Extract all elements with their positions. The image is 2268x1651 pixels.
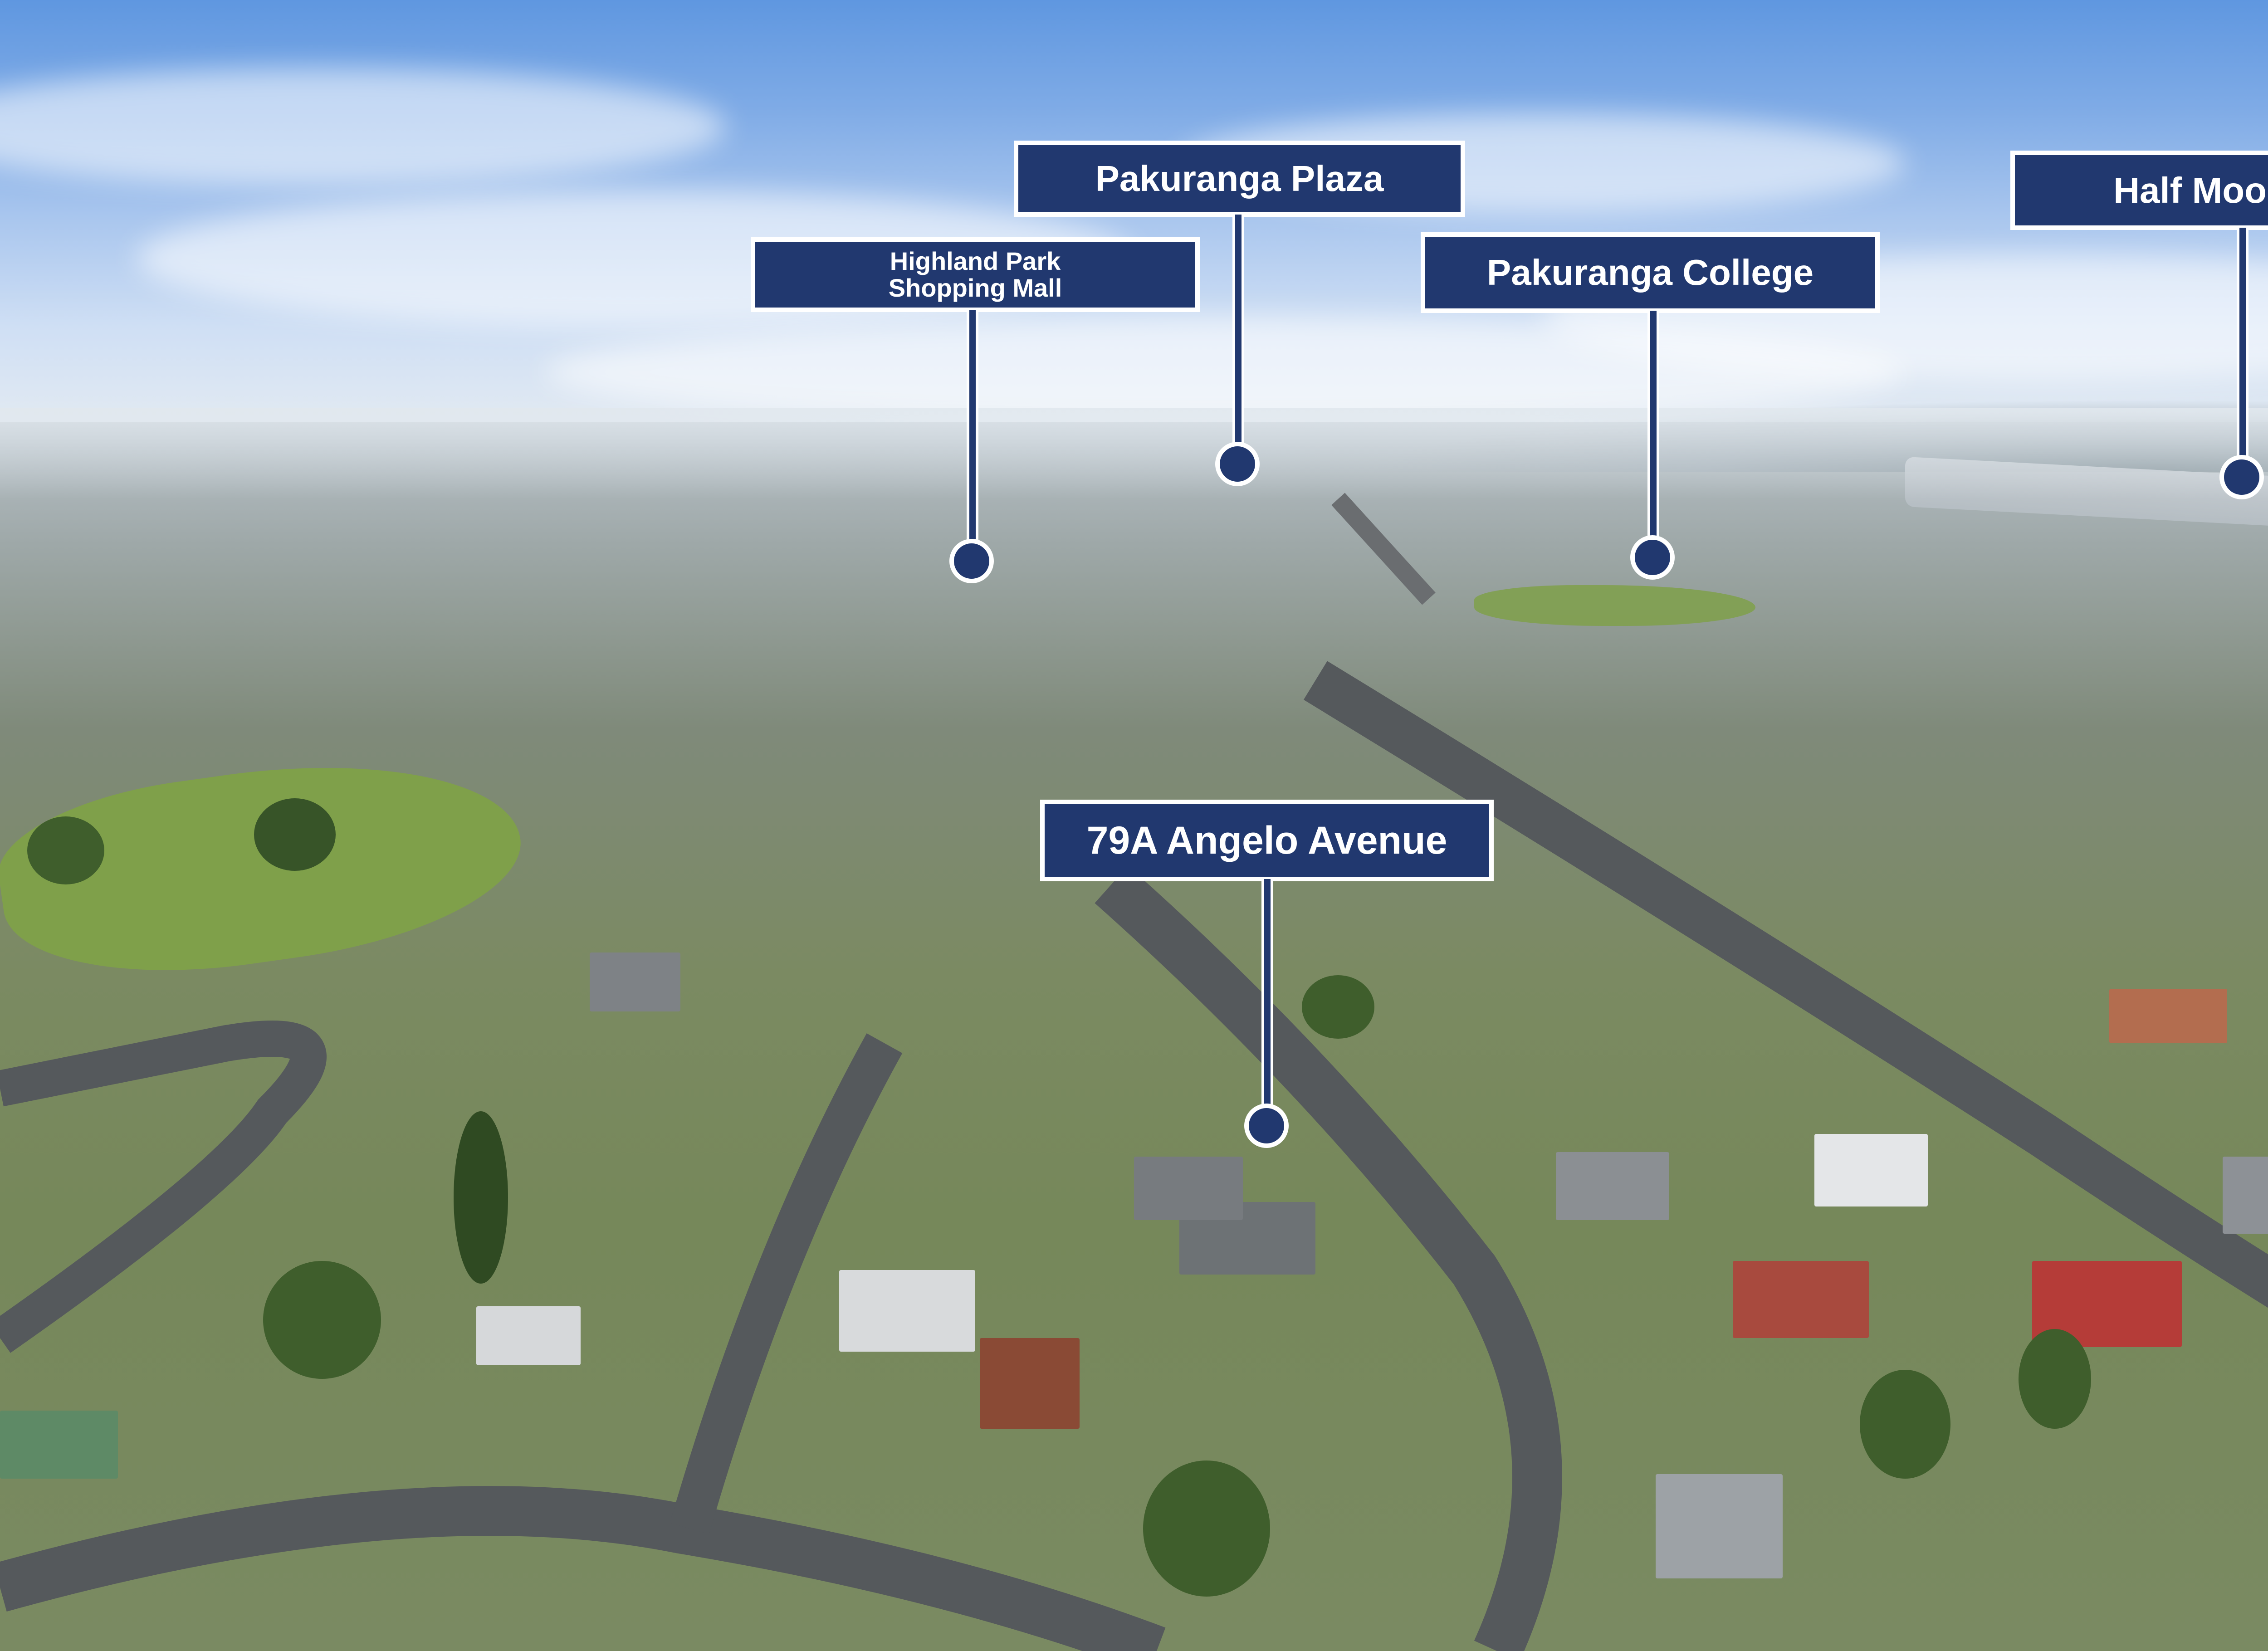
callout-stem (1232, 215, 1244, 450)
location-pin-icon (1244, 1104, 1289, 1148)
label-text-line1: Highland Park (890, 246, 1061, 275)
tree (1143, 1460, 1270, 1597)
cloud (0, 68, 726, 186)
location-pin-icon (1215, 442, 1260, 486)
tree (27, 816, 104, 884)
house-roof (1814, 1134, 1928, 1206)
callout-stem (1261, 879, 1273, 1110)
label-text-line2: Shopping Mall (888, 273, 1062, 302)
label-subject-property: 79A Angelo Avenue (1040, 800, 1494, 881)
house-roof (2223, 1157, 2268, 1234)
horizon-haze (0, 408, 2268, 499)
callout-stem (2237, 228, 2248, 464)
house-roof (839, 1270, 975, 1352)
tree (263, 1261, 381, 1379)
label-text: Pakuranga College (1486, 252, 1814, 293)
tree (1860, 1370, 1950, 1479)
location-pin-icon (949, 539, 994, 583)
house-roof (1134, 1157, 1243, 1220)
callout-stem (967, 310, 978, 550)
house-roof (1656, 1474, 1783, 1578)
label-text: 79A Angelo Avenue (1086, 818, 1447, 862)
house-roof (0, 1411, 118, 1479)
label-text: Pakuranga Plaza (1095, 158, 1384, 199)
label-pakuranga-plaza: Pakuranga Plaza (1014, 141, 1465, 217)
label-half-moon-bay: Half Moon Bay (2010, 151, 2268, 230)
location-pin-icon (2219, 455, 2264, 499)
tree (254, 798, 336, 871)
label-highland-park: Highland Park Shopping Mall (751, 237, 1200, 312)
house-roof (476, 1306, 581, 1365)
tree (454, 1111, 508, 1284)
house-roof (1733, 1261, 1869, 1338)
tree (1302, 975, 1374, 1039)
label-text: Half Moon Bay (2113, 170, 2268, 210)
college-field (1474, 585, 1755, 626)
house-roof (590, 952, 680, 1011)
house-roof (2109, 989, 2227, 1043)
house-roof (1556, 1152, 1669, 1220)
tree (2019, 1329, 2091, 1429)
house-roof (980, 1338, 1080, 1429)
callout-stem (1647, 311, 1659, 542)
location-pin-icon (1630, 535, 1675, 580)
label-pakuranga-college: Pakuranga College (1421, 232, 1880, 313)
